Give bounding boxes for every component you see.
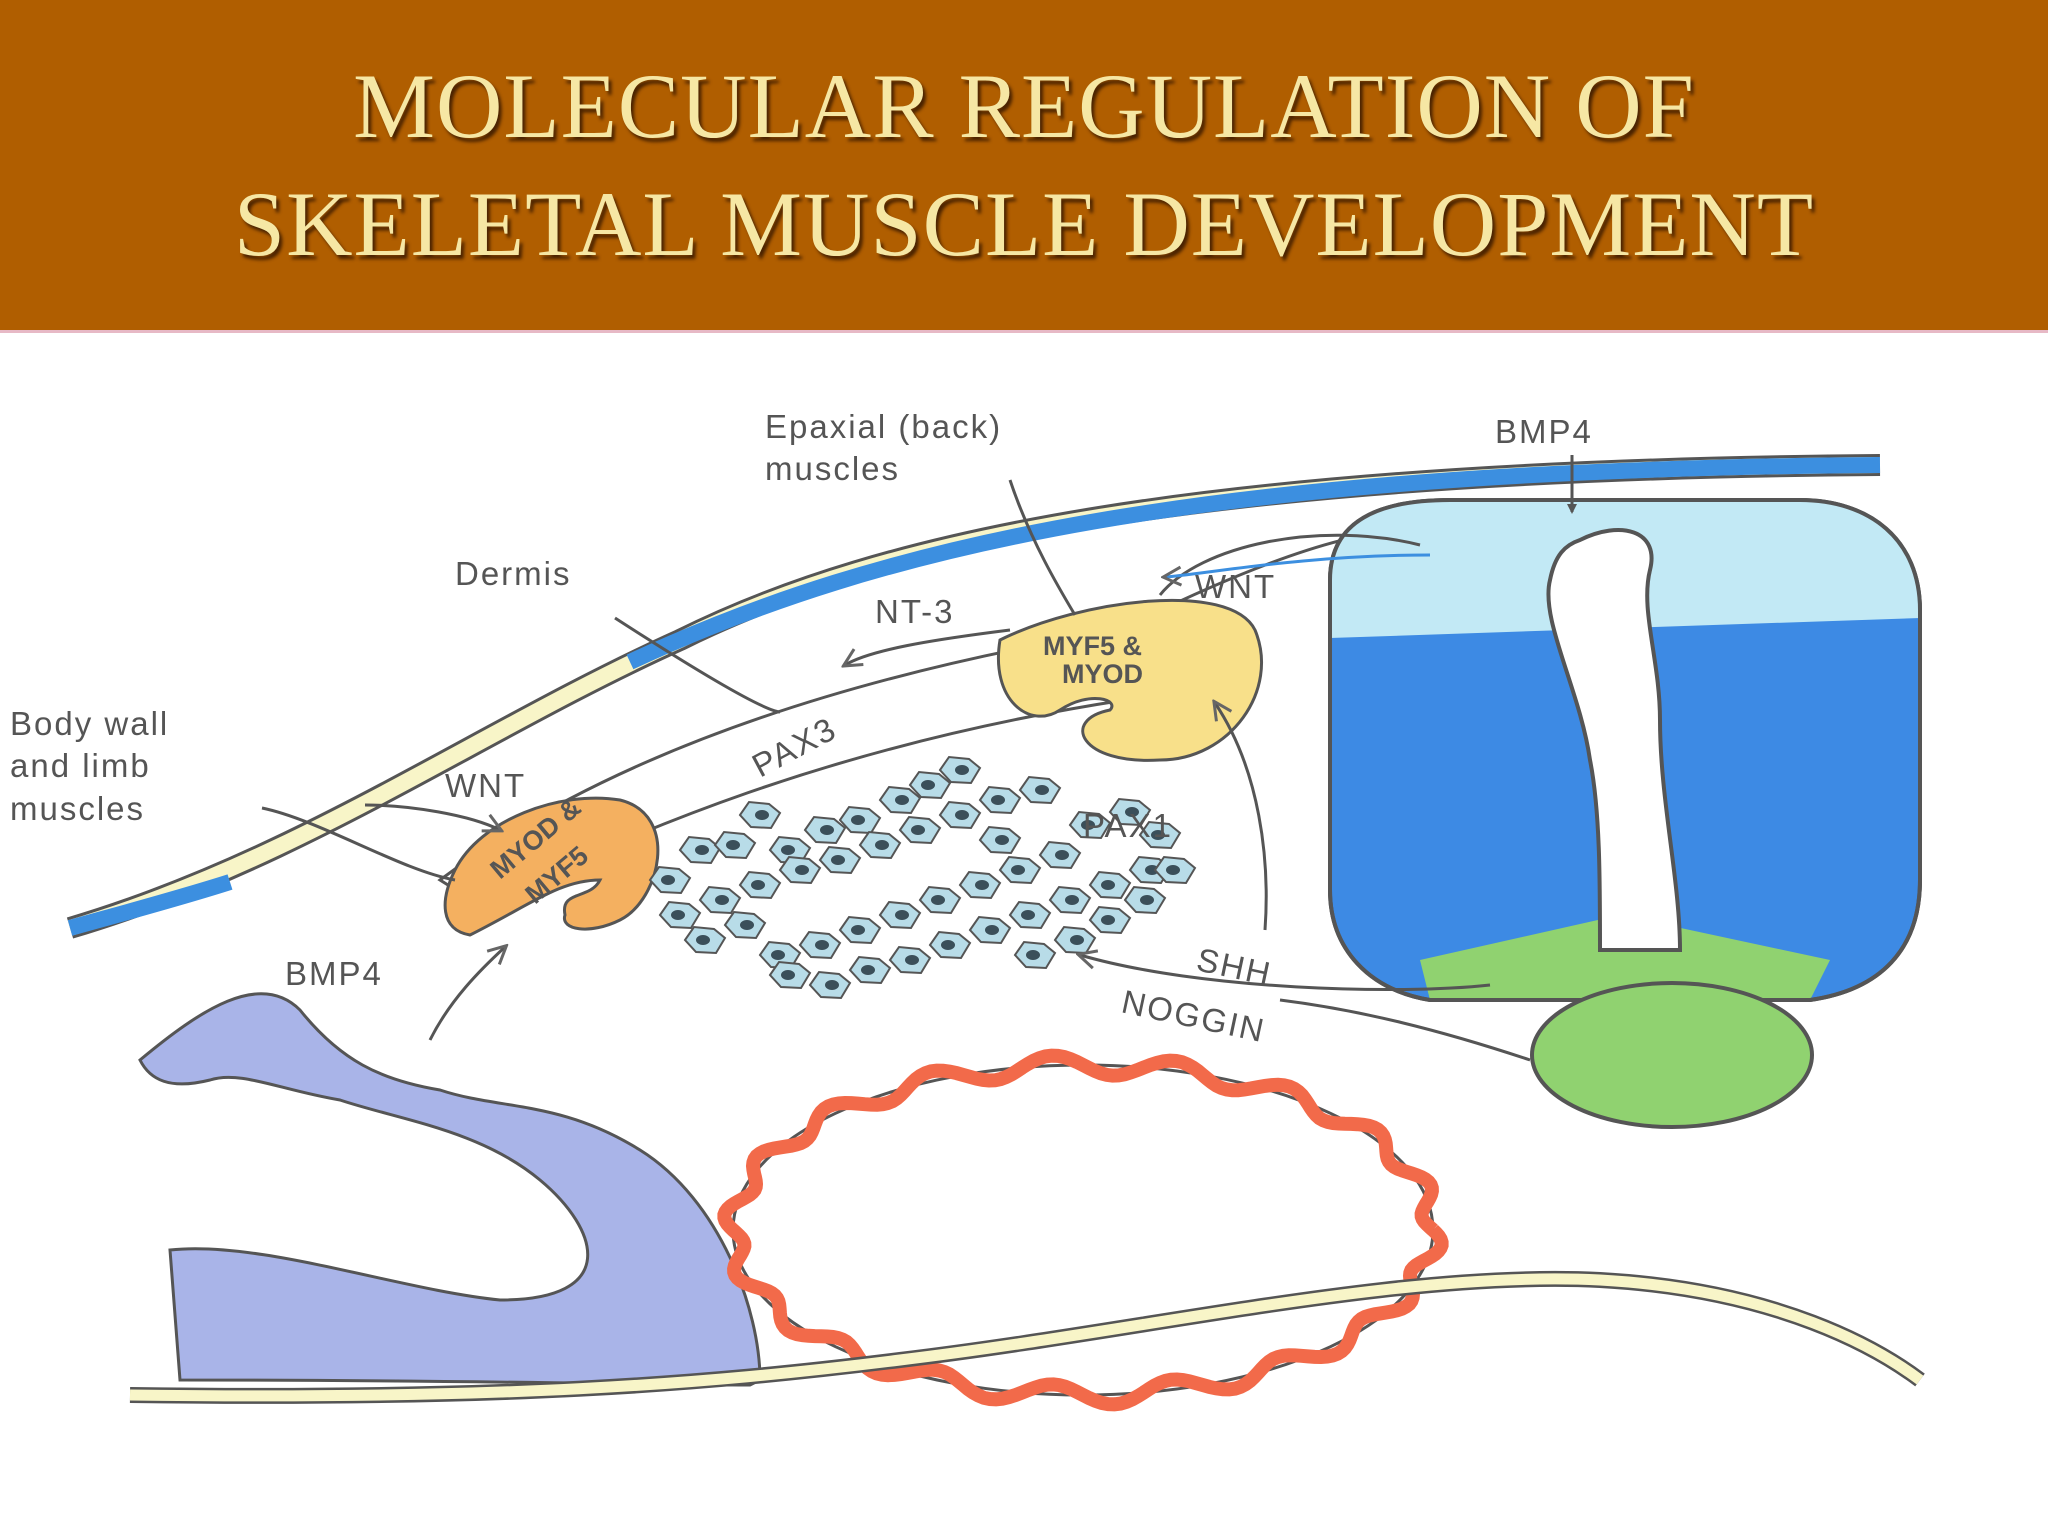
muscle-development-diagram: Epaxial (back) muscles BMP4 Dermis WNT N… [10,408,1925,1412]
surface-ectoderm [66,454,1881,939]
sclerotome-cell-nucleus [1166,865,1180,875]
sclerotome-cell-nucleus [1101,880,1115,890]
sclerotome-cell-nucleus [975,880,989,890]
label-bmp4-top: BMP4 [1495,413,1593,450]
sclerotome-cell-nucleus [1011,865,1025,875]
label-body-wall-2: and limb [10,747,151,784]
sclerotome-cell-nucleus [695,845,709,855]
sclerotome-cell-nucleus [1021,910,1035,920]
label-myf5-myod-2: MYOD [1062,659,1143,689]
sclerotome-cell-nucleus [771,950,785,960]
sclerotome-cell-nucleus [1035,785,1049,795]
sclerotome-cell-nucleus [820,825,834,835]
sclerotome-cell-nucleus [1145,865,1159,875]
neural-tube [1328,498,1922,1002]
sclerotome-cell-nucleus [671,910,685,920]
sclerotome-cell-nucleus [1125,807,1139,817]
sclerotome-cell-nucleus [851,815,865,825]
label-noggin: NOGGIN [1119,983,1269,1050]
sclerotome-cell-nucleus [1065,895,1079,905]
label-body-wall-3: muscles [10,790,145,827]
slide-header: MOLECULAR REGULATION OF SKELETAL MUSCLE … [0,0,2048,333]
epaxial-myotome [997,598,1263,762]
sclerotome-cell-nucleus [1026,950,1040,960]
signal-arrows [261,455,1577,1062]
dorsal-aorta [717,1048,1449,1412]
sclerotome-cell-nucleus [1081,820,1095,830]
label-myf5-myod-1: MYF5 & [1043,631,1142,661]
sclerotome-cell-nucleus [781,845,795,855]
sclerotome-cell-nucleus [815,940,829,950]
sclerotome-cell-nucleus [795,865,809,875]
sclerotome-cell-nucleus [931,895,945,905]
label-shh: SHH [1194,941,1276,993]
notochord [1530,981,1814,1129]
sclerotome-cell-nucleus [895,910,909,920]
sclerotome-cell-nucleus [921,780,935,790]
sclerotome-cell-nucleus [861,965,875,975]
endoderm [129,1270,1925,1404]
sclerotome-cell-nucleus [751,880,765,890]
sclerotome-cell-nucleus [955,765,969,775]
sclerotome-cell-nucleus [755,810,769,820]
label-bmp4-left: BMP4 [285,955,383,992]
sclerotome-cell-nucleus [715,895,729,905]
sclerotome-cell-nucleus [740,920,754,930]
sclerotome-cell-nucleus [825,980,839,990]
sclerotome-cell-nucleus [911,825,925,835]
sclerotome-cell-nucleus [1101,915,1115,925]
sclerotome-cell-nucleus [875,840,889,850]
slide-title-line-2: SKELETAL MUSCLE DEVELOPMENT [233,173,1815,275]
sclerotome-cell-nucleus [1140,895,1154,905]
sclerotome-cell-nucleus [1151,830,1165,840]
sclerotome-cell-nucleus [941,940,955,950]
label-dermis: Dermis [455,555,572,592]
sclerotome-cell-nucleus [985,925,999,935]
sclerotome-cell-nucleus [995,835,1009,845]
sclerotome-cell-nucleus [955,810,969,820]
sclerotome-cell-nucleus [851,925,865,935]
sclerotome-cell-nucleus [831,855,845,865]
slide-title-line-1: MOLECULAR REGULATION OF [353,55,1695,157]
sclerotome-cells [648,755,1197,1000]
sclerotome-cell-nucleus [661,875,675,885]
label-wnt-left: WNT [445,767,526,804]
sclerotome-cell-nucleus [1070,935,1084,945]
sclerotome-cell-nucleus [991,795,1005,805]
sclerotome-cell-nucleus [895,795,909,805]
label-pax1: PAX1 [1083,807,1173,844]
sclerotome-cell-nucleus [726,840,740,850]
label-body-wall-1: Body wall [10,705,169,742]
sclerotome-cell-nucleus [905,955,919,965]
label-epaxial-1: Epaxial (back) [765,408,1002,445]
sclerotome-cell-nucleus [696,935,710,945]
label-wnt-top: WNT [1195,568,1276,605]
label-epaxial-2: muscles [765,450,900,487]
sclerotome-cell-nucleus [1055,850,1069,860]
label-nt3: NT-3 [875,593,955,630]
sclerotome-cell-nucleus [781,970,795,980]
lateral-plate-mesoderm [138,992,762,1387]
